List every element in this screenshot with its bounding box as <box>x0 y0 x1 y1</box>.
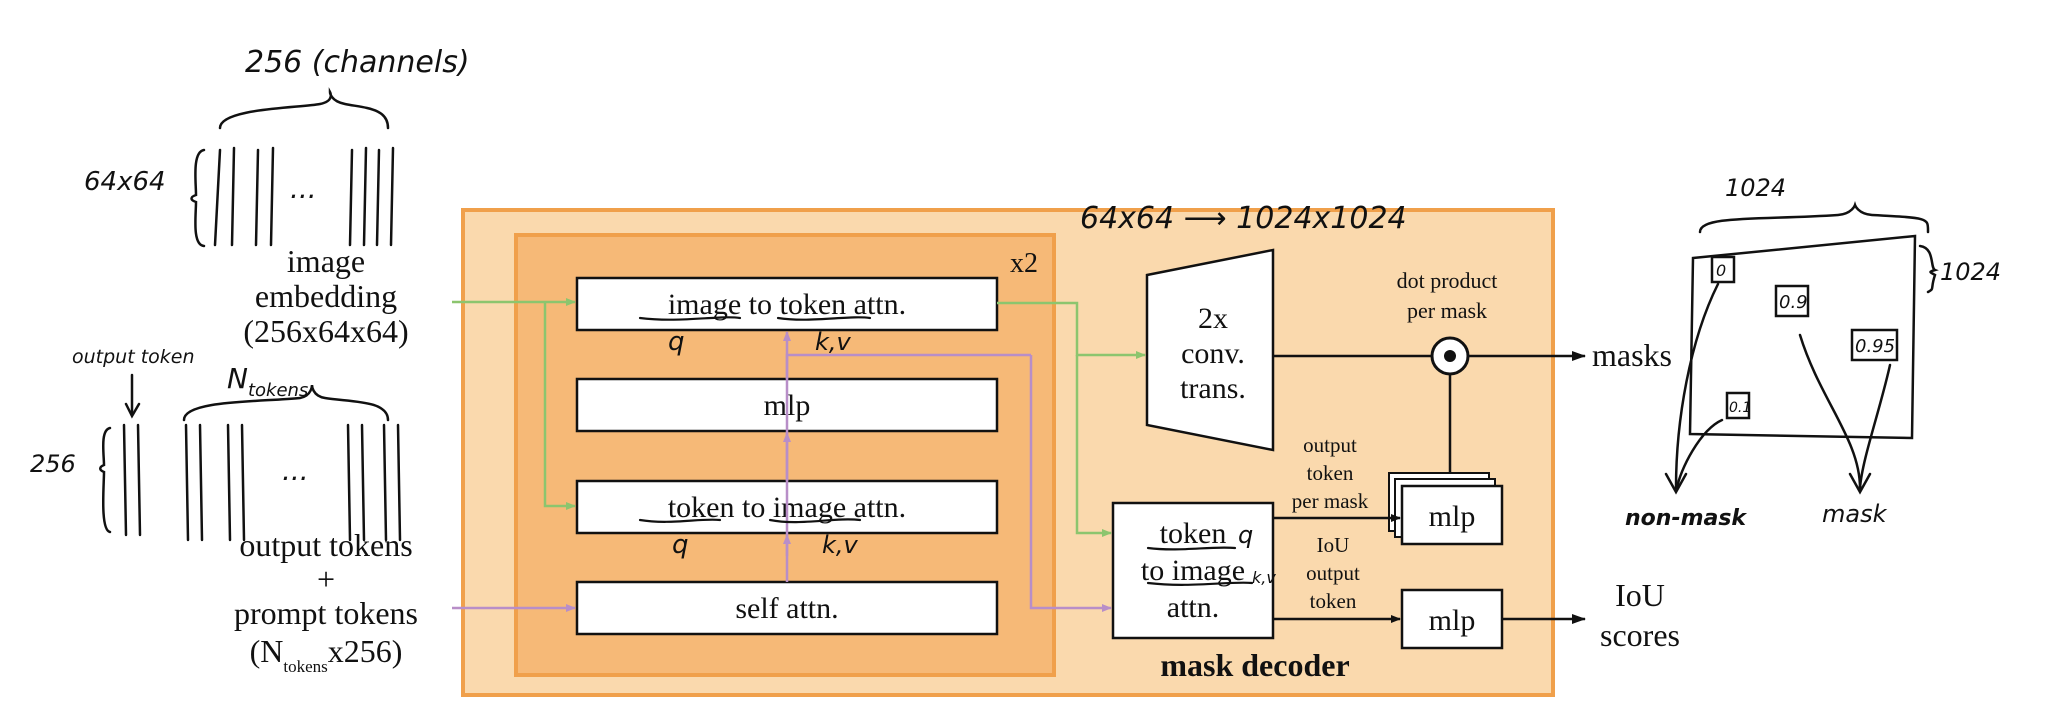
output-token-per-mask-3: per mask <box>1292 489 1369 513</box>
image-embedding-label-2: embedding <box>255 278 397 314</box>
dim-256-annotation: 256 <box>30 450 76 478</box>
final-t2i-label-2: to image <box>1141 554 1245 587</box>
image-embedding-sketch <box>190 87 395 248</box>
q-annotation-2: q <box>672 530 689 560</box>
output-token-per-mask-1: output <box>1303 433 1357 457</box>
iou-output-token-3: token <box>1310 589 1357 613</box>
self-attn-block <box>575 580 999 636</box>
conv-trans-label-3: trans. <box>1180 372 1246 405</box>
dot-product-center <box>1444 350 1456 362</box>
q-annotation-3: q <box>1238 521 1253 549</box>
kv-annotation-3: k,v <box>1252 568 1276 587</box>
green-arrow-to-t2i <box>543 302 576 510</box>
output-tokens-label: output tokens <box>239 527 412 563</box>
iou-scores-label-1: IoU <box>1615 577 1665 613</box>
mask-annotation: mask <box>1822 500 1888 528</box>
score-0: 0 <box>1716 261 1726 280</box>
purple-skip-to-i2t <box>785 353 1031 556</box>
mlp-iou-block <box>1400 588 1504 650</box>
plus-label: + <box>317 561 335 597</box>
embedding-dots: ... <box>290 172 317 205</box>
qkv-underlines <box>638 316 1254 586</box>
iou-output-token-2: output <box>1306 561 1360 585</box>
image-to-token-attn-label: image to token attn. <box>668 288 906 321</box>
dot-product-label-2: per mask <box>1407 298 1487 323</box>
non-mask-annotation: non-mask <box>1625 506 1747 531</box>
final-t2i-label-1: token <box>1160 517 1227 550</box>
mask-decoder-label: mask decoder <box>1160 647 1349 683</box>
grid-dim-annotation: 64x64 <box>84 167 166 197</box>
image-embedding-label-1: image <box>287 243 365 279</box>
q-annotation-1: q <box>668 327 685 357</box>
conv-trans-label-1: 2x <box>1198 302 1228 335</box>
conv-trans-block <box>1145 248 1275 452</box>
score-095: 0.95 <box>1855 336 1895 357</box>
output-token-annotation: output token <box>72 346 195 368</box>
mask-height-annotation: 1024 <box>1940 258 2001 286</box>
purple-arrow-to-final-attn <box>1029 355 1112 612</box>
mlp-mask-label: mlp <box>1429 500 1476 533</box>
mask-width-annotation: 1024 <box>1725 174 1786 202</box>
score-01: 0.1 <box>1729 400 1751 416</box>
iou-scores-label-2: scores <box>1600 617 1680 653</box>
dot-product-label-1: dot product <box>1397 268 1498 293</box>
green-arrow-to-final-attn <box>1075 355 1112 537</box>
image-to-token-attn-block <box>575 276 999 332</box>
kv-annotation-1: k,v <box>815 328 852 356</box>
n-tokens-annotation: Ntokens <box>227 362 308 401</box>
final-token-to-image-attn-block <box>1111 501 1275 640</box>
upscale-annotation: 64x64 ⟶ 1024x1024 <box>1080 201 1407 236</box>
repeat-label: x2 <box>1010 248 1038 279</box>
self-attn-label: self attn. <box>735 592 838 625</box>
conv-trans-label-2: conv. <box>1181 337 1245 370</box>
green-arrow-out <box>997 301 1146 359</box>
token-to-image-attn-label: token to image attn. <box>668 491 906 524</box>
prompt-tokens-label: prompt tokens <box>234 595 418 631</box>
tokens-dots: ... <box>282 454 309 487</box>
mask-output-sketch <box>1664 201 1939 495</box>
image-embedding-label-3: (256x64x64) <box>243 313 408 349</box>
masks-output-label: masks <box>1592 337 1672 373</box>
iou-output-token-1: IoU <box>1317 533 1350 557</box>
output-tokens-sketch <box>99 373 402 542</box>
output-token-per-mask-2: token <box>1307 461 1354 485</box>
final-t2i-label-3: attn. <box>1167 591 1220 624</box>
score-09: 0.9 <box>1779 292 1808 313</box>
kv-annotation-2: k,v <box>822 531 859 559</box>
mlp-mask-block <box>1400 484 1504 546</box>
mlp-iou-label: mlp <box>1429 604 1476 637</box>
channels-annotation: 256 (channels) <box>245 45 470 80</box>
ntokens-shape-label: (Ntokensx256) <box>250 633 403 676</box>
